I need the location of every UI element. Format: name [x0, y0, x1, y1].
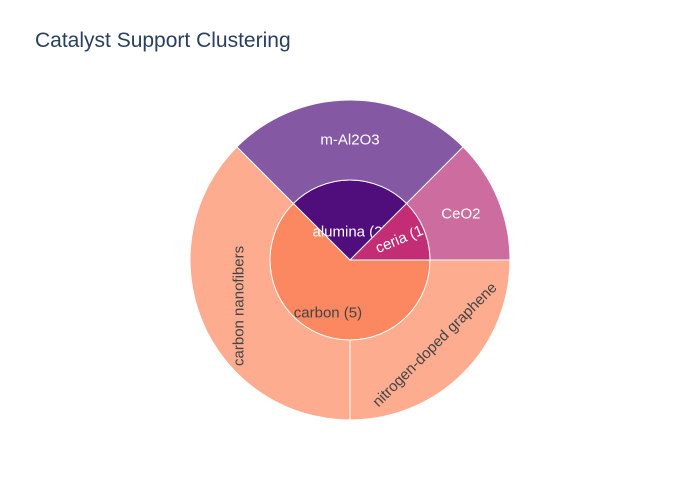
outer-sector-carbon-nanofibers[interactable] [189, 146, 351, 421]
outer-sector-ceo2[interactable] [405, 146, 511, 261]
chart-title: Catalyst Support Clustering [35, 29, 291, 52]
outer-sector-m-al2o3[interactable] [236, 99, 464, 205]
outer-label-ceo2: CeO2 [441, 206, 480, 223]
outer-sector-nitrogen-doped-graphene[interactable] [349, 259, 511, 421]
inner-label-alumina-2: alumina (2) [312, 224, 387, 241]
outer-label-carbon-nanofibers: carbon nanofibers [231, 246, 248, 366]
outer-label-m-al2o3: m-Al2O3 [320, 132, 379, 149]
inner-label-carbon-5: carbon (5) [294, 305, 362, 322]
